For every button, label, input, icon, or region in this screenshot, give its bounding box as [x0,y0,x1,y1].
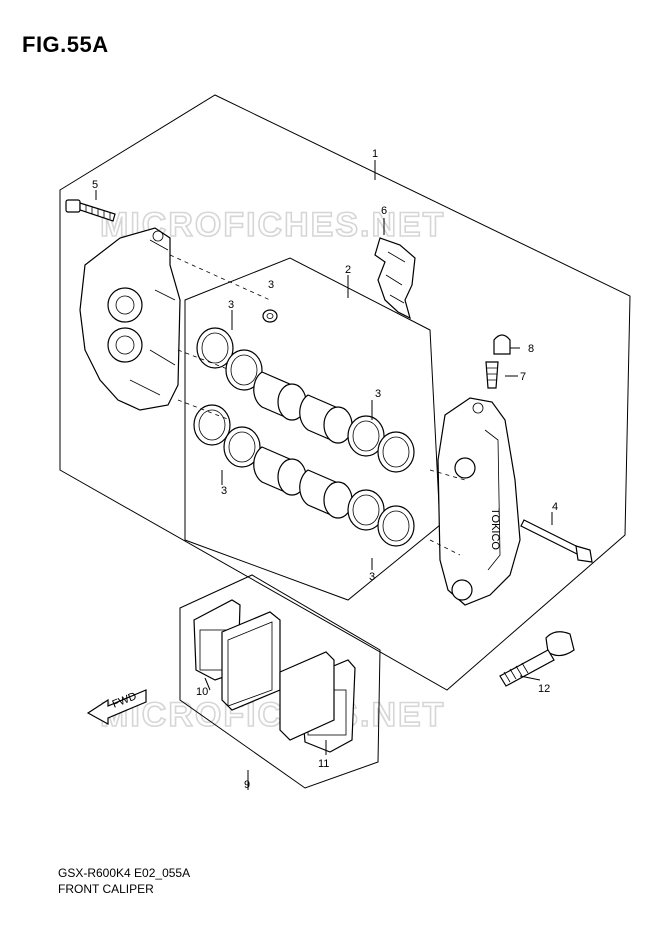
bolt-5 [65,199,116,222]
bleeder-valve-7 [485,361,499,389]
callout-1: 1 [372,148,378,160]
diagram-name: FRONT CALIPER [58,882,154,896]
callout-12: 12 [538,683,550,695]
washer [262,309,278,323]
callout-5: 5 [92,179,98,191]
callout-3-b: 3 [268,279,274,291]
callout-3-a: 3 [228,299,234,311]
callout-11: 11 [318,758,329,770]
right-caliper-half: TOKICO [437,397,521,606]
diagram-code: GSX-R600K4 E02_055A [58,866,191,880]
assembly-outline-1 [59,94,631,691]
callout-3-d: 3 [221,485,227,497]
lower-seals-pistons [193,404,415,547]
caliper-brand-label: TOKICO [489,508,501,550]
watermark-bottom: MICROFICHES.NET [100,696,445,734]
callout-9: 9 [244,779,250,791]
callout-3-e: 3 [369,571,375,583]
left-caliper-half [79,227,181,411]
callout-7: 7 [520,371,526,383]
pad-set-outline-9 [179,574,381,789]
bleeder-cap-8 [493,334,511,355]
figure-title: FIG.55A [22,32,109,57]
callout-10: 10 [196,686,208,698]
brake-pad-right [279,651,335,741]
pad-pin-4 [520,519,593,563]
callout-8: 8 [528,343,534,355]
pad-spring-6 [374,237,416,320]
callout-3-c: 3 [375,388,381,400]
callout-2: 2 [345,264,351,276]
callout-6: 6 [381,205,387,217]
callout-4: 4 [552,501,558,513]
upper-seals-pistons [196,327,415,473]
bolt-12 [499,631,575,687]
